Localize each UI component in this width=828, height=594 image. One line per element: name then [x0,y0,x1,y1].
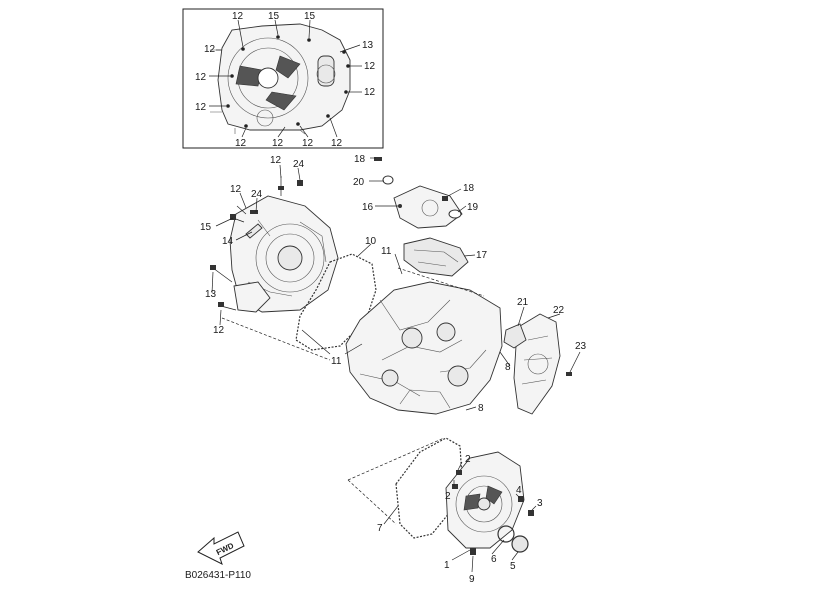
callout-3: 3 [537,498,543,509]
top-cover-part [393,185,469,277]
callout-9: 9 [469,574,475,585]
generator-gasket [395,437,463,539]
crankcase-part [345,281,503,415]
callout-23: 23 [575,341,587,352]
inset-oil-filler [317,55,335,87]
callout-13: 13 [205,289,217,300]
callout-24: 24 [251,189,263,200]
callout-12: 12 [230,184,242,195]
inset-callout: 12 [195,102,207,113]
callout-18: 18 [354,154,366,165]
inset-callout: 12 [232,11,244,22]
inset-callout: 12 [364,61,376,72]
top-cover-fasteners [374,157,462,219]
clutch-gasket [295,253,377,351]
diagram-code: B026431-P110 [185,570,251,581]
callout-18: 18 [463,183,475,194]
callout-17: 17 [476,250,488,261]
bolt-23 [566,372,572,376]
inset-callout: 12 [331,138,343,149]
inset-callout: 15 [304,11,316,22]
callout-8: 8 [478,403,484,414]
clutch-cover-part [229,195,339,313]
inset-filler-cap [316,64,336,84]
inset-callout: 12 [364,87,376,98]
inset-callout: 13 [362,40,374,51]
sprocket-cover-part [503,313,561,415]
inset-detail-view: 12 15 15 13 12 12 12 12 12 12 12 12 12 [182,8,384,149]
inset-callout: 12 [302,138,314,149]
inset-callout: 12 [235,138,247,149]
callout-8: 8 [505,362,511,373]
inset-clutch-cover [217,23,351,131]
dowel-tube [245,223,263,239]
inset-window [256,109,274,127]
callout-7: 7 [377,523,383,534]
inset-callout: 12 [204,44,216,55]
callout-labels: 12 24 12 24 15 14 10 13 12 11 11 18 20 1… [200,154,587,585]
callout-12: 12 [213,325,225,336]
callout-24: 24 [293,159,305,170]
callout-15: 15 [200,222,212,233]
callout-4: 4 [516,485,522,496]
inset-leaders [209,19,362,138]
inset-callout: 12 [272,138,284,149]
callout-2: 2 [465,454,471,465]
generator-cover-part [445,451,525,549]
callout-11: 11 [331,356,342,367]
inset-callout: 15 [268,11,280,22]
callout-16: 16 [362,202,374,213]
inset-callout: 12 [195,72,207,83]
inset-cover-hub [257,67,279,89]
callout-10: 10 [365,236,377,247]
callout-11: 11 [381,246,392,257]
callout-19: 19 [467,202,479,213]
fwd-arrow: FWD [197,531,245,565]
generator-small-parts [452,470,534,555]
inset-cover-spokes [235,55,301,111]
callout-6: 6 [491,554,497,565]
bolt-heads-left [210,180,303,307]
inset-cover-ring [227,37,309,119]
callout-2: 2 [445,491,451,502]
callout-5: 5 [510,561,516,572]
inset-bolts [226,35,350,128]
callout-1: 1 [444,560,450,571]
callout-12: 12 [270,155,282,166]
callout-14: 14 [222,236,234,247]
leader-lines [211,157,581,573]
callout-22: 22 [553,305,565,316]
callout-21: 21 [517,297,529,308]
callout-20: 20 [353,177,365,188]
